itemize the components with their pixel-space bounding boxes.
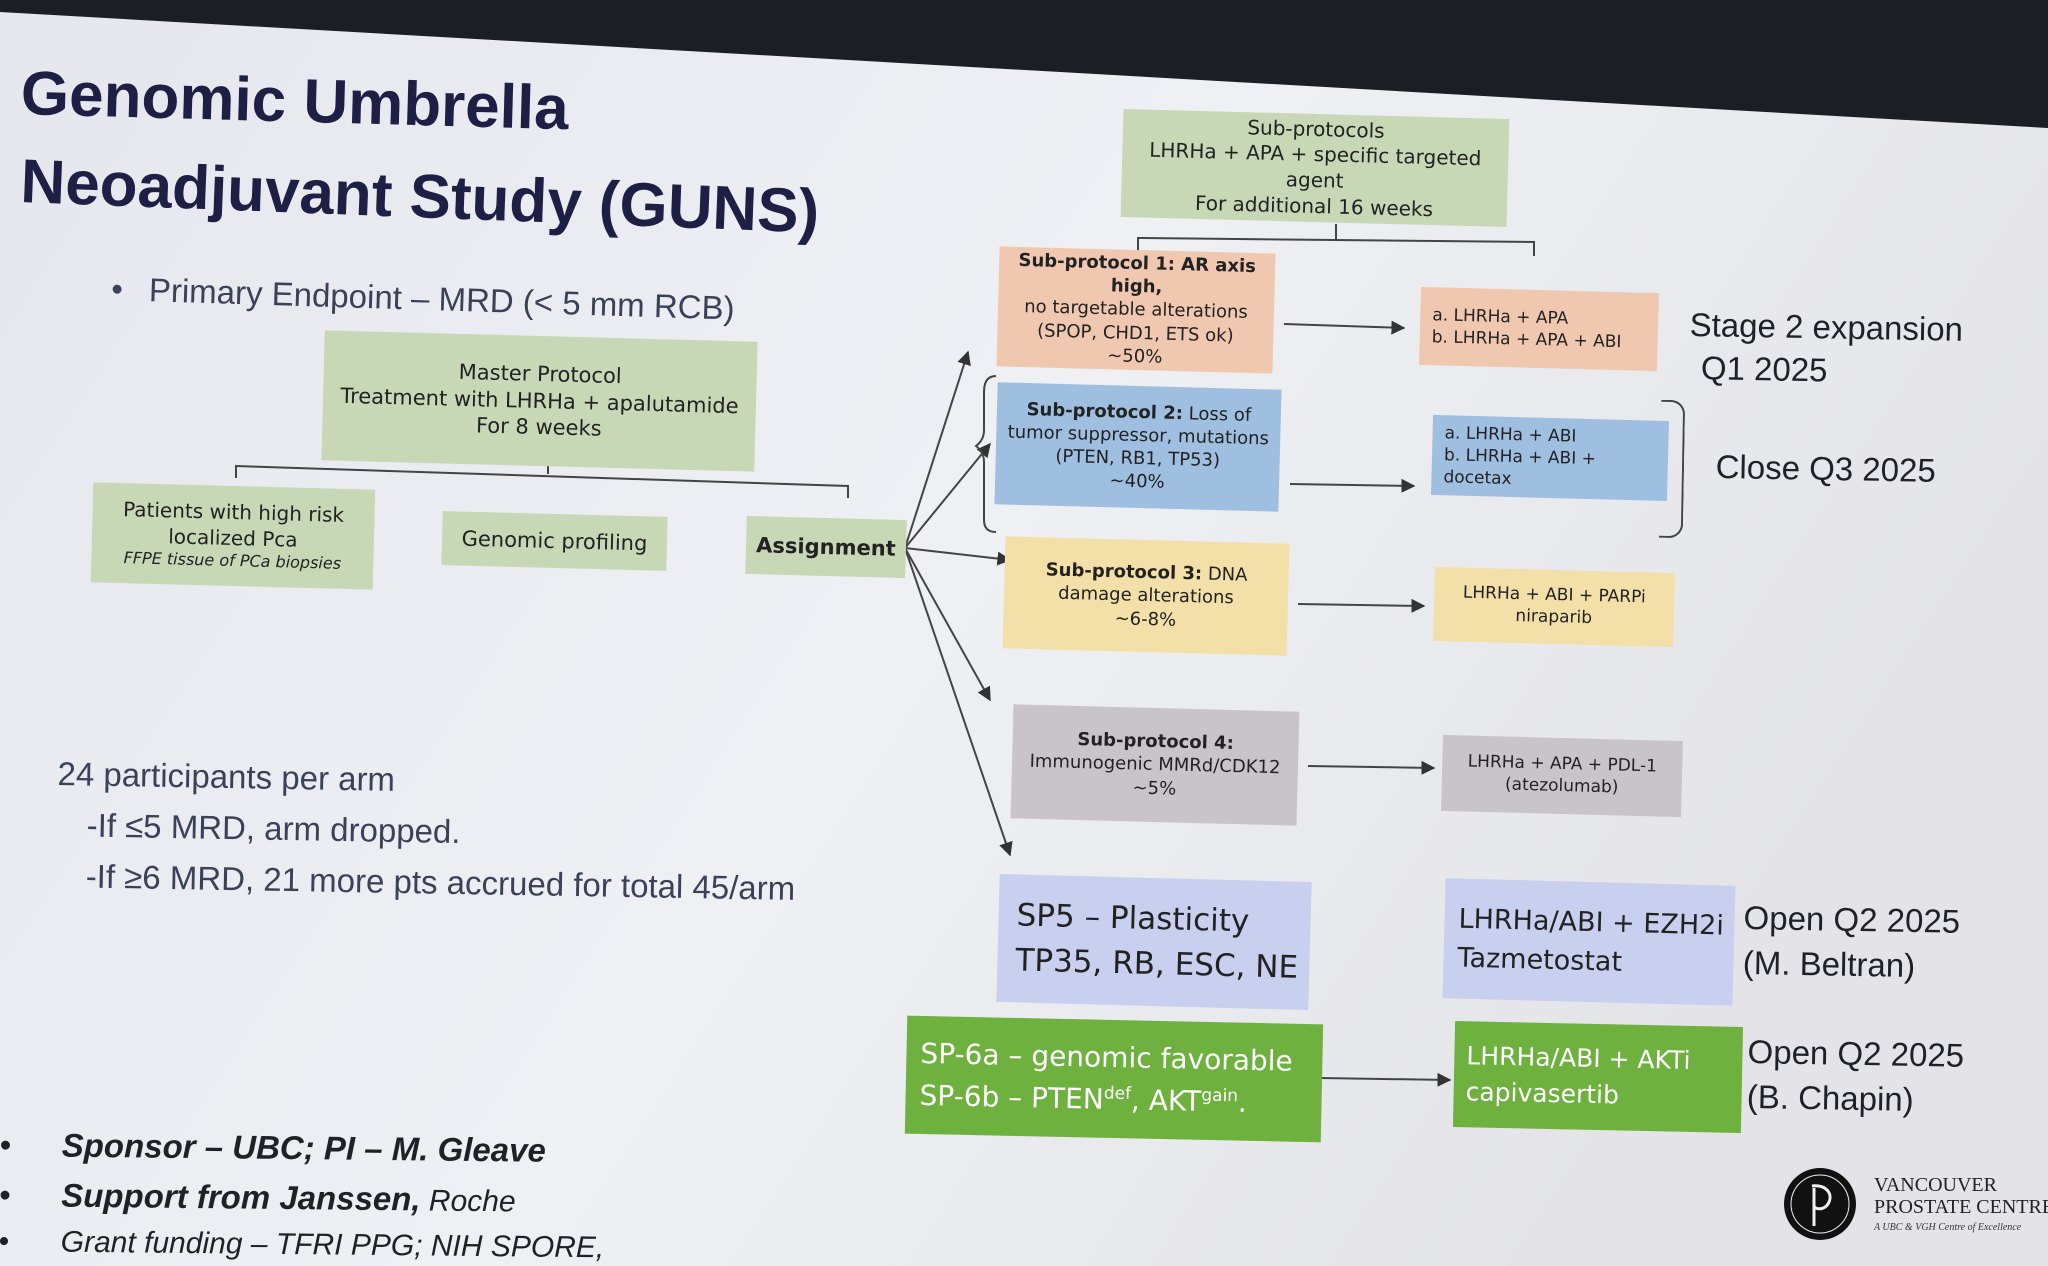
sub-protocol-2-box: Sub-protocol 2: Loss of tumor suppressor… (994, 382, 1282, 512)
sub-protocol-3-title-rest: DNA (1201, 563, 1248, 587)
sub-protocols-header-line1: Sub-protocols (1247, 115, 1385, 143)
sp5-arm-box: LHRHa/ABI + EZH2i Tazmetostat (1442, 878, 1736, 1006)
sp5-line2: TP35, RB, ESC, NE (1015, 942, 1299, 986)
open-chapin-line2: (B. Chapin) (1746, 1077, 1915, 1118)
open-chapin-line1: Open Q2 2025 (1747, 1032, 1965, 1074)
sub-protocols-header-box: Sub-protocols LHRHa + APA + specific tar… (1120, 108, 1510, 228)
sub-protocol-4-line2: Immunogenic MMRd/CDK12 (1029, 751, 1281, 779)
sp5-arm-line2: Tazmetostat (1457, 942, 1623, 978)
sub-protocol-2-arm-b: b. LHRHa + ABI + docetax (1443, 445, 1597, 490)
sub-protocols-header-line2: LHRHa + APA + specific targeted agent (1148, 138, 1482, 193)
sp6-line2: SP-6b – PTENdef, AKTgain. (919, 1075, 1322, 1125)
bullet-icon: • (0, 1125, 12, 1164)
patients-line1: Patients with high risk (122, 497, 345, 528)
sub-protocol-2-arms-box: a. LHRHa + ABI b. LHRHa + ABI + docetax (1430, 414, 1670, 502)
sp6-arm-box: LHRHa/ABI + AKTi capivasertib (1452, 1020, 1744, 1134)
logo-tagline: A UBC & VGH Centre of Excellence (1874, 1222, 2022, 1233)
sp6-arm-line1: LHRHa/ABI + AKTi (1466, 1040, 1691, 1075)
stage2-expansion-label: Stage 2 expansion Q1 2025 (1689, 304, 1964, 395)
support-rest-text: Roche (420, 1183, 516, 1218)
sub-protocol-3-title: Sub-protocol 3: (1045, 559, 1203, 585)
sub-protocol-3-line2: damage alterations (1057, 583, 1235, 609)
grant-line: • Grant funding – TFRI PPG; NIH SPORE, (0, 1219, 604, 1266)
sub-protocol-2-title: Sub-protocol 2: (1026, 399, 1184, 425)
genomic-profiling-box: Genomic profiling (441, 511, 668, 571)
close-label: Close Q3 2025 (1715, 448, 1937, 489)
master-protocol-line1: Master Protocol (458, 359, 623, 388)
sub-protocol-2-title-rest: Loss of (1182, 403, 1252, 426)
sp6-line2-prefix: SP-6b – PTEN (919, 1078, 1105, 1116)
assignment-label: Assignment (755, 532, 897, 561)
genomic-profiling-label: Genomic profiling (461, 526, 648, 555)
support-bold-text: Support from Janssen, (61, 1176, 421, 1217)
sponsor-text: Sponsor – UBC; PI – M. Gleave (61, 1126, 547, 1169)
sub-protocol-1-line3: (SPOP, CHD1, ETS ok) (1036, 319, 1234, 347)
sp6-box: SP-6a – genomic favorable SP-6b – PTENde… (904, 1015, 1324, 1143)
logo-name-line2: PROSTATE CENTRE (1874, 1196, 2048, 1218)
stage2-line2: Q1 2025 (1700, 349, 1828, 389)
master-protocol-line3: For 8 weeks (475, 413, 602, 442)
open-beltran-line2: (M. Beltran) (1742, 943, 1916, 984)
sub-protocol-4-arm-line1: LHRHa + APA + PDL-1 (1467, 751, 1658, 777)
stage2-line1: Stage 2 expansion (1689, 305, 1964, 348)
sub-protocol-2-line3: (PTEN, RB1, TP53) (1055, 445, 1221, 472)
sub-protocol-3-arm-box: LHRHa + ABI + PARPi niraparib (1433, 566, 1675, 648)
master-protocol-box: Master Protocol Treatment with LHRHa + a… (321, 330, 758, 472)
sub-protocol-4-arm-box: LHRHa + APA + PDL-1 (atezolumab) (1441, 734, 1683, 818)
close-brace (1658, 399, 1686, 539)
sp6-mid: , AKT (1130, 1083, 1202, 1118)
sp6-arm-line2: capivasertib (1465, 1077, 1620, 1110)
logo-name-line1: VANCOUVER (1874, 1174, 1997, 1196)
footer-bullets: • Sponsor – UBC; PI – M. Gleave • Support … (0, 1120, 605, 1266)
sub-protocol-4-arm-line2: (atezolumab) (1504, 774, 1619, 798)
sub-protocol-3-arm-line2: niraparib (1515, 605, 1593, 628)
open-beltran-line1: Open Q2 2025 (1743, 898, 1961, 940)
sub-protocol-1-arms-box: a. LHRHa + APA b. LHRHa + APA + ABI (1419, 286, 1659, 372)
sp6-sup-gain: gain (1201, 1085, 1239, 1107)
sub-protocol-4-box: Sub-protocol 4: Immunogenic MMRd/CDK12 ~… (1010, 704, 1300, 826)
sub-protocol-1-title: Sub-protocol 1: AR axis high, (1018, 250, 1257, 299)
support-line: • Support from Janssen, Roche (0, 1169, 605, 1225)
open-chapin-label: Open Q2 2025 (B. Chapin) (1746, 1030, 1965, 1123)
open-beltran-label: Open Q2 2025 (M. Beltran) (1742, 896, 1961, 989)
patients-line2: localized Pca (167, 524, 298, 552)
bullet-icon: • (0, 1224, 10, 1259)
sub-protocol-4-line3: ~5% (1132, 776, 1177, 800)
sub-protocol-3-box: Sub-protocol 3: DNA damage alterations ~… (1002, 536, 1290, 656)
sub-protocols-header-line3: For additional 16 weeks (1194, 190, 1434, 221)
patients-box: Patients with high risk localized Pca FF… (90, 482, 376, 590)
patients-line3: FFPE tissue of PCa biopsies (123, 548, 342, 574)
logo-seal-icon (1784, 1168, 1856, 1240)
grant-text: Grant funding – TFRI PPG; NIH SPORE, (60, 1225, 605, 1265)
participants-block: 24 participants per arm -If ≤5 MRD, arm … (55, 748, 797, 914)
sp5-line1: SP5 – Plasticity (1016, 897, 1250, 940)
bullet-icon: • (110, 270, 124, 308)
sub-protocol-1-line4: ~50% (1106, 344, 1163, 368)
sub-protocol-1-box: Sub-protocol 1: AR axis high, no targeta… (996, 246, 1276, 374)
bullet-icon: • (0, 1175, 11, 1213)
sp5-box: SP5 – Plasticity TP35, RB, ESC, NE (996, 873, 1312, 1011)
sponsor-line: • Sponsor – UBC; PI – M. Gleave (0, 1120, 605, 1176)
sub-protocol-3-line3: ~6-8% (1114, 607, 1177, 631)
assignment-box: Assignment (745, 515, 907, 579)
vancouver-prostate-centre-logo: VANCOUVER PROSTATE CENTRE A UBC & VGH Ce… (1782, 1160, 2048, 1256)
sub-protocol-3-arm-line1: LHRHa + ABI + PARPi (1462, 582, 1646, 608)
sp6-sup-def: def (1103, 1083, 1132, 1105)
sp6-end: . (1237, 1085, 1248, 1119)
sub-protocol-2-line4: ~40% (1109, 470, 1165, 493)
sub-protocol-1-arm-b: b. LHRHa + APA + ABI (1431, 327, 1622, 353)
